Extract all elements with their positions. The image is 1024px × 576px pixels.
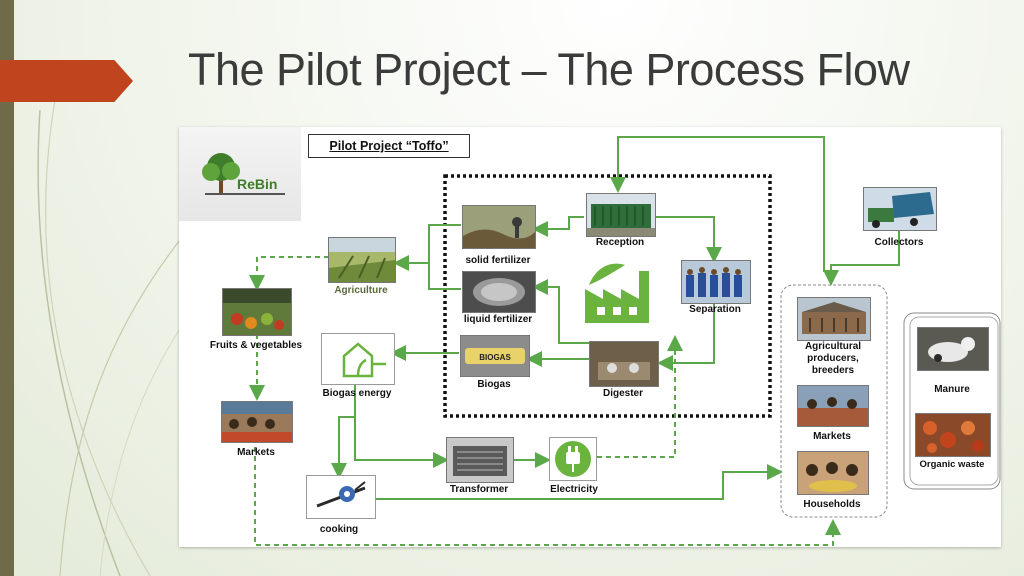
liquid-fertilizer-label: liquid fertilizer	[463, 314, 533, 325]
svg-text:ReBin: ReBin	[237, 176, 277, 192]
markets-right-label: Markets	[813, 431, 851, 442]
reception-label: Reception	[595, 237, 645, 248]
liquid-fertilizer-photo	[462, 271, 536, 313]
markets-left-label: Markets	[237, 447, 275, 458]
fruits-vegetables-photo	[222, 288, 292, 336]
households-label: Households	[803, 499, 861, 510]
biogas-label: Biogas	[477, 379, 511, 390]
cooking-label: cooking	[319, 524, 359, 535]
digester-photo	[589, 341, 659, 387]
solid-fertilizer-photo	[462, 205, 536, 249]
flow-connectors	[249, 136, 1001, 546]
tree-icon: ReBin	[202, 153, 285, 195]
collectors-label: Collectors	[874, 237, 924, 248]
title-arrow-tag	[0, 60, 133, 102]
cooking-icon	[306, 475, 376, 519]
organic-waste-photo	[915, 413, 991, 457]
svg-text:BIOGAS: BIOGAS	[479, 353, 511, 362]
biogas-energy-icon	[321, 333, 395, 385]
biogas-photo: BIOGAS	[460, 335, 530, 377]
manure-photo	[917, 327, 989, 371]
factory-icon	[579, 259, 655, 325]
markets-right-photo	[797, 385, 869, 427]
process-flow-diagram: ReBin Pilot Project “Toffo” Reception Co…	[179, 127, 1001, 547]
rebin-logo: ReBin	[179, 127, 301, 221]
transformer-photo	[446, 437, 514, 483]
left-accent-bar	[0, 0, 14, 576]
electricity-label: Electricity	[550, 484, 598, 495]
separation-photo	[681, 260, 751, 304]
markets-left-photo	[221, 401, 293, 443]
digester-label: Digester	[602, 388, 643, 399]
reception-photo	[586, 193, 656, 237]
pilot-project-label: Pilot Project “Toffo”	[308, 134, 470, 158]
fruits-vegetables-label: Fruits & vegetables	[209, 340, 303, 351]
slide-title: The Pilot Project – The Process Flow	[188, 44, 910, 95]
agri-producers-label: Agricultural producers, breeders	[804, 341, 862, 376]
electricity-icon	[549, 437, 597, 481]
separation-label: Separation	[689, 304, 741, 315]
transformer-label: Transformer	[449, 484, 509, 495]
manure-label: Manure	[934, 384, 970, 395]
collectors-photo	[863, 187, 937, 231]
agri-producers-photo	[797, 297, 871, 341]
households-photo	[797, 451, 869, 495]
organic-waste-label: Organic waste	[919, 459, 985, 470]
biogas-energy-label: Biogas energy	[322, 388, 392, 399]
solid-fertilizer-label: solid fertilizer	[465, 255, 531, 266]
agriculture-photo	[328, 237, 396, 283]
agriculture-label: Agriculture	[334, 285, 388, 296]
